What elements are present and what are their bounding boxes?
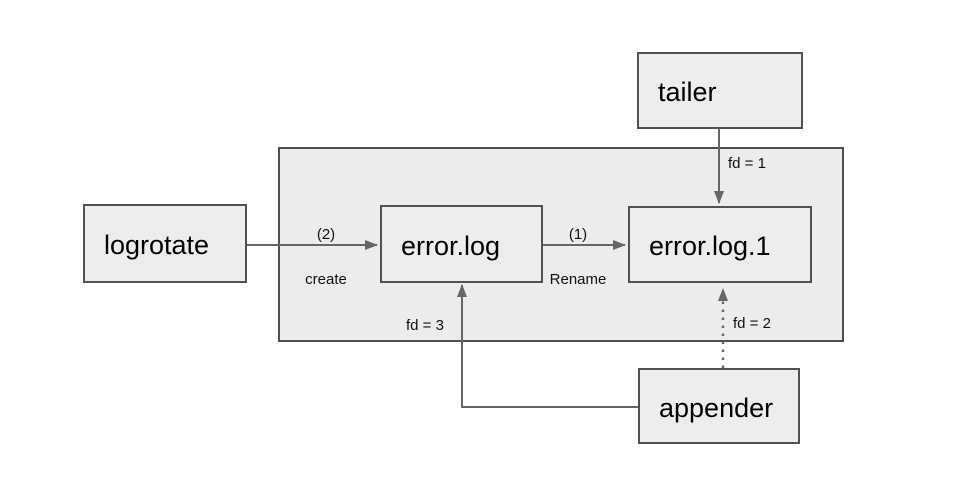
node-tailer: tailer (637, 52, 803, 129)
edge-label-fd1: fd = 1 (728, 155, 766, 172)
edge-label-create: (2) create (281, 197, 371, 317)
node-error-log-1: error.log.1 (628, 206, 812, 283)
edge-label-rename-text: Rename (549, 271, 607, 288)
edge-label-rename: (1) Rename (533, 197, 623, 317)
edge-label-rename-step: (1) (568, 226, 588, 243)
node-appender: appender (638, 368, 800, 444)
edge-label-fd3: fd = 3 (406, 317, 444, 334)
node-logrotate-label: logrotate (104, 230, 210, 261)
edge-label-create-text: create (305, 271, 347, 288)
node-tailer-label: tailer (658, 77, 717, 108)
node-error-log-1-label: error.log.1 (649, 231, 771, 262)
node-error-log: error.log (380, 205, 543, 283)
node-logrotate: logrotate (83, 204, 247, 283)
node-error-log-label: error.log (401, 230, 501, 261)
node-appender-label: appender (659, 392, 774, 423)
edge-label-fd2: fd = 2 (733, 315, 771, 332)
edge-label-create-step: (2) (316, 226, 336, 243)
